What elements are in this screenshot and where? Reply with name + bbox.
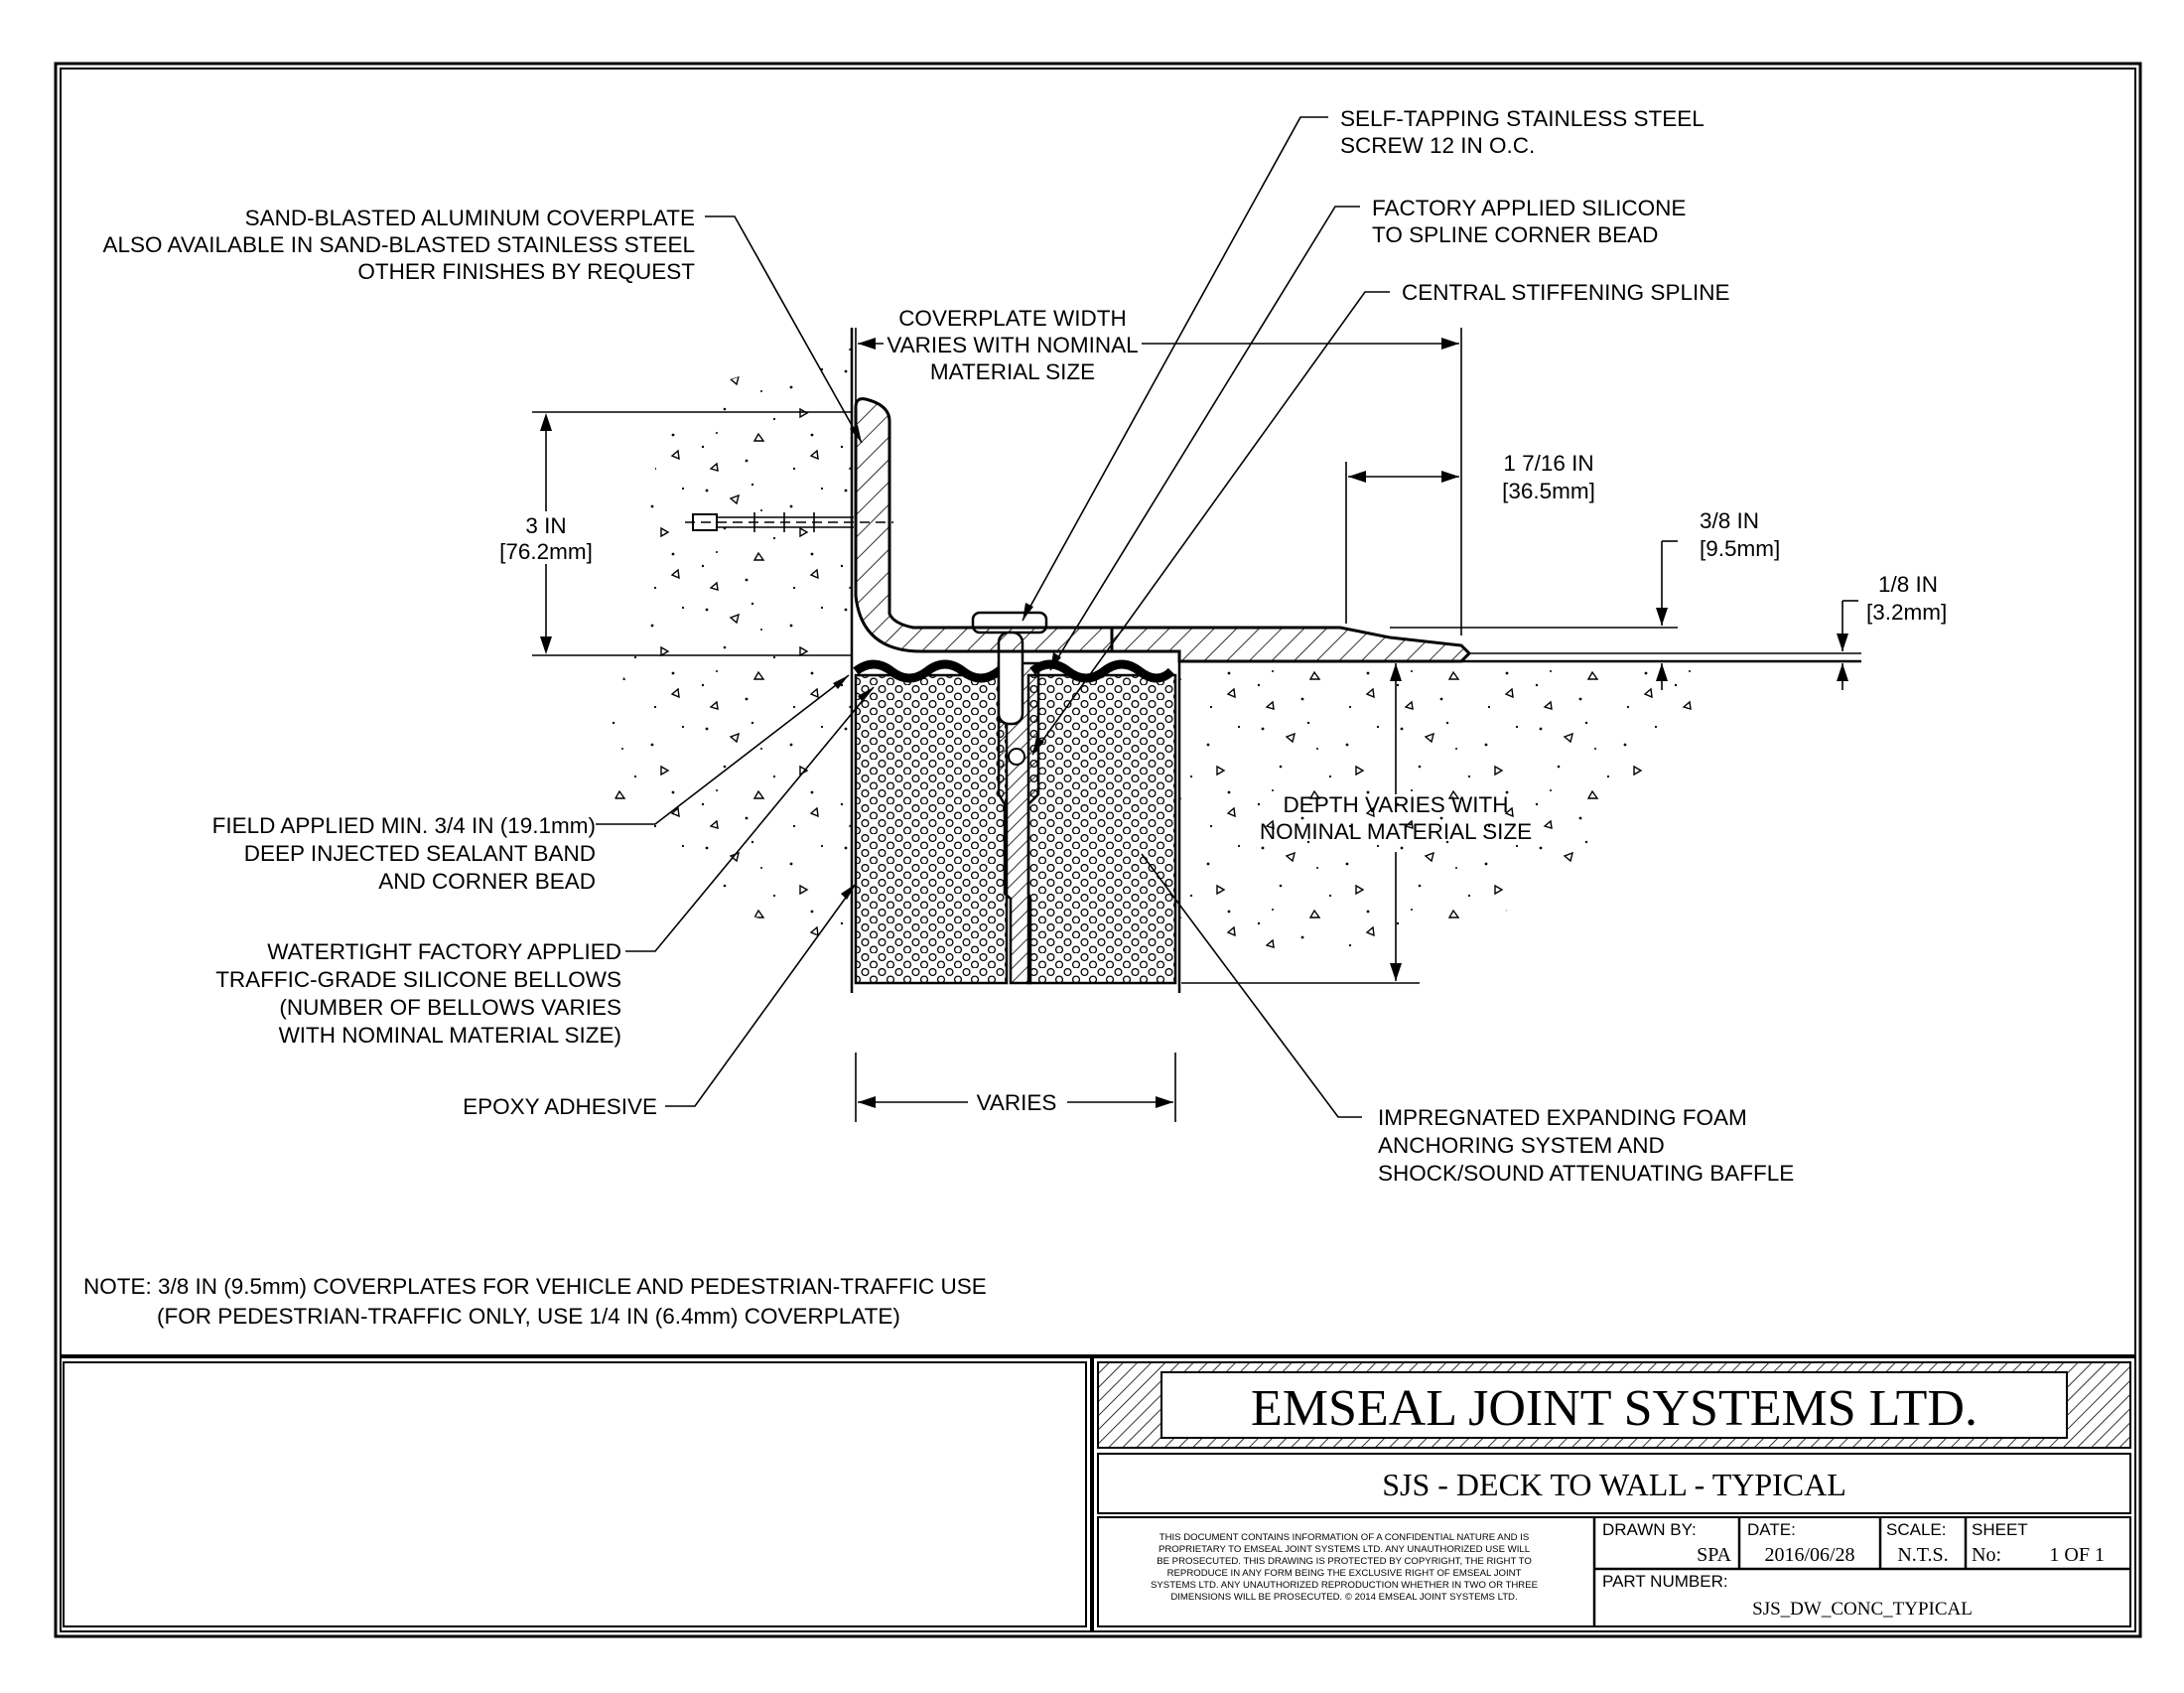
wall-anchor xyxy=(685,512,893,532)
part-number-value: SJS_DW_CONC_TYPICAL xyxy=(1752,1599,1973,1620)
svg-text:SAND-BLASTED ALUMINUM COVERPLA: SAND-BLASTED ALUMINUM COVERPLATE xyxy=(245,206,695,230)
drawing-title: SJS - DECK TO WALL - TYPICAL xyxy=(1382,1467,1846,1502)
drawn-by-value: SPA xyxy=(1697,1544,1731,1566)
silicone-bellows-right xyxy=(1029,659,1175,683)
svg-text:[76.2mm]: [76.2mm] xyxy=(499,539,593,564)
svg-text:REPRODUCE IN ANY FORM BEING TH: REPRODUCE IN ANY FORM BEING THE EXCLUSIV… xyxy=(1167,1568,1522,1579)
svg-text:OTHER FINISHES BY REQUEST: OTHER FINISHES BY REQUEST xyxy=(357,259,695,284)
dim-edge-width xyxy=(1345,462,1459,624)
svg-text:DEEP INJECTED SEALANT BAND: DEEP INJECTED SEALANT BAND xyxy=(244,841,596,866)
svg-text:AND CORNER BEAD: AND CORNER BEAD xyxy=(378,869,596,894)
company-name: EMSEAL JOINT SYSTEMS LTD. xyxy=(1251,1380,1978,1437)
svg-text:IMPREGNATED EXPANDING FOAM: IMPREGNATED EXPANDING FOAM xyxy=(1378,1105,1747,1130)
svg-text:(FOR PEDESTRIAN-TRAFFIC ONLY,: (FOR PEDESTRIAN-TRAFFIC ONLY, USE 1/4 IN… xyxy=(157,1304,900,1329)
label-joint-width: VARIES xyxy=(977,1090,1057,1115)
svg-text:SYSTEMS LTD. ANY UNAUTHORIZED: SYSTEMS LTD. ANY UNAUTHORIZED REPRODUCTI… xyxy=(1151,1580,1538,1591)
svg-text:1 7/16 IN: 1 7/16 IN xyxy=(1503,451,1593,476)
svg-text:3/8 IN: 3/8 IN xyxy=(1700,508,1759,533)
svg-text:PROPRIETARY TO EMSEAL JOINT SY: PROPRIETARY TO EMSEAL JOINT SYSTEMS LTD.… xyxy=(1159,1544,1531,1555)
svg-text:VARIES WITH NOMINAL: VARIES WITH NOMINAL xyxy=(887,333,1138,357)
dim-depth xyxy=(1181,663,1420,984)
title-row xyxy=(1097,1453,2131,1514)
label-spline: CENTRAL STIFFENING SPLINE xyxy=(1402,280,1729,305)
svg-text:FACTORY APPLIED SILICONE: FACTORY APPLIED SILICONE xyxy=(1372,196,1686,220)
svg-text:COVERPLATE WIDTH: COVERPLATE WIDTH xyxy=(898,306,1127,331)
part-number-label: PART NUMBER: xyxy=(1602,1572,1728,1591)
label-depth: DEPTH VARIES WITH NOMINAL MATERIAL SIZE xyxy=(1260,792,1532,844)
label-coverplate-width: COVERPLATE WIDTH VARIES WITH NOMINAL MAT… xyxy=(887,306,1138,384)
dim-plate-thickness xyxy=(1390,540,1678,690)
label-foam: IMPREGNATED EXPANDING FOAM ANCHORING SYS… xyxy=(1378,1105,1794,1186)
svg-text:TRAFFIC-GRADE SILICONE BELLOWS: TRAFFIC-GRADE SILICONE BELLOWS xyxy=(215,967,621,992)
svg-text:[36.5mm]: [36.5mm] xyxy=(1502,479,1595,503)
svg-text:1/8 IN: 1/8 IN xyxy=(1878,572,1938,597)
date-value: 2016/06/28 xyxy=(1764,1544,1854,1566)
label-edge-width: 1 7/16 IN [36.5mm] xyxy=(1502,451,1595,503)
label-silicone-bead: FACTORY APPLIED SILICONE TO SPLINE CORNE… xyxy=(1372,196,1686,247)
svg-text:(NUMBER OF BELLOWS VARIES: (NUMBER OF BELLOWS VARIES xyxy=(279,995,621,1020)
dim-edge-thickness xyxy=(1469,600,1861,690)
concrete-deck xyxy=(1179,661,1727,950)
label-wall-height: 3 IN [76.2mm] xyxy=(499,513,593,564)
svg-text:BE PROSECUTED. THIS DRAWING IS: BE PROSECUTED. THIS DRAWING IS PROTECTED… xyxy=(1157,1556,1532,1567)
leader-arrows xyxy=(833,425,1061,900)
svg-text:[9.5mm]: [9.5mm] xyxy=(1700,536,1780,561)
dim-joint-width xyxy=(855,1053,1176,1122)
svg-text:ALSO AVAILABLE IN SAND-BLASTED: ALSO AVAILABLE IN SAND-BLASTED STAINLESS… xyxy=(103,232,695,257)
silicone-bellows-left xyxy=(853,659,1007,683)
sheet-no-value: 1 OF 1 xyxy=(2049,1544,2105,1566)
outer-border xyxy=(54,62,2142,1638)
svg-text:EPOXY ADHESIVE: EPOXY ADHESIVE xyxy=(463,1094,657,1119)
drawing-note: NOTE: 3/8 IN (9.5mm) COVERPLATES FOR VEH… xyxy=(83,1274,987,1329)
svg-text:VARIES: VARIES xyxy=(977,1090,1057,1115)
label-bellows: WATERTIGHT FACTORY APPLIED TRAFFIC-GRADE… xyxy=(215,939,621,1048)
leaders xyxy=(596,116,1390,1118)
foam-block-right xyxy=(1026,673,1177,985)
scale-label: SCALE: xyxy=(1886,1520,1946,1539)
svg-text:FIELD APPLIED MIN. 3/4 IN (19.: FIELD APPLIED MIN. 3/4 IN (19.1mm) xyxy=(212,813,596,838)
company-banner xyxy=(1160,1371,2068,1439)
svg-text:DEPTH VARIES WITH: DEPTH VARIES WITH xyxy=(1283,792,1508,817)
sheet-label: SHEET xyxy=(1972,1520,2028,1539)
svg-text:NOTE: 3/8 IN (9.5mm) COVERPLAT: NOTE: 3/8 IN (9.5mm) COVERPLATES FOR VEH… xyxy=(83,1274,987,1299)
drawn-by-label: DRAWN BY: xyxy=(1602,1520,1697,1539)
svg-text:SHOCK/SOUND ATTENUATING BAFFLE: SHOCK/SOUND ATTENUATING BAFFLE xyxy=(1378,1161,1794,1186)
label-screw: SELF-TAPPING STAINLESS STEEL SCREW 12 IN… xyxy=(1340,106,1705,158)
coverplate-vertical-leg xyxy=(854,397,1114,653)
date-label: DATE: xyxy=(1747,1520,1796,1539)
label-coverplate: SAND-BLASTED ALUMINUM COVERPLATE ALSO AV… xyxy=(103,206,696,284)
svg-text:SCREW 12 IN O.C.: SCREW 12 IN O.C. xyxy=(1340,133,1535,158)
svg-text:3 IN: 3 IN xyxy=(525,513,566,538)
dim-coverplate-width xyxy=(855,328,1462,635)
svg-text:WATERTIGHT FACTORY APPLIED: WATERTIGHT FACTORY APPLIED xyxy=(267,939,621,964)
svg-text:CENTRAL STIFFENING SPLINE: CENTRAL STIFFENING SPLINE xyxy=(1402,280,1729,305)
svg-text:NOMINAL MATERIAL SIZE: NOMINAL MATERIAL SIZE xyxy=(1260,819,1532,844)
svg-text:THIS DOCUMENT CONTAINS INFORMA: THIS DOCUMENT CONTAINS INFORMATION OF A … xyxy=(1160,1532,1530,1543)
central-stiffening-spline xyxy=(997,661,1040,985)
scale-value: N.T.S. xyxy=(1897,1544,1948,1566)
concrete-wall xyxy=(608,343,852,943)
svg-text:TO SPLINE CORNER BEAD: TO SPLINE CORNER BEAD xyxy=(1372,222,1658,247)
label-edge-thickness: 1/8 IN [3.2mm] xyxy=(1866,572,1947,625)
svg-text:WITH NOMINAL MATERIAL SIZE): WITH NOMINAL MATERIAL SIZE) xyxy=(279,1023,621,1048)
sheet-no-label: No: xyxy=(1972,1544,2001,1566)
dim-wall-height xyxy=(532,411,852,656)
inner-border xyxy=(60,68,2136,1632)
blank-panel xyxy=(63,1361,1087,1627)
label-plate-thickness: 3/8 IN [9.5mm] xyxy=(1700,508,1780,561)
svg-text:MATERIAL SIZE: MATERIAL SIZE xyxy=(930,359,1095,384)
svg-text:[3.2mm]: [3.2mm] xyxy=(1866,600,1947,625)
svg-text:DIMENSIONS WILL BE PROSECUTED.: DIMENSIONS WILL BE PROSECUTED. © 2014 EM… xyxy=(1170,1592,1517,1603)
svg-text:ANCHORING SYSTEM AND: ANCHORING SYSTEM AND xyxy=(1378,1133,1665,1158)
disclaimer: THIS DOCUMENT CONTAINS INFORMATION OF A … xyxy=(1151,1532,1538,1603)
spline-hole xyxy=(1008,748,1025,766)
svg-text:SELF-TAPPING STAINLESS STEEL: SELF-TAPPING STAINLESS STEEL xyxy=(1340,106,1705,131)
coverplate-horizontal-leg xyxy=(1110,626,1472,663)
label-epoxy: EPOXY ADHESIVE xyxy=(463,1094,657,1119)
label-field-sealant: FIELD APPLIED MIN. 3/4 IN (19.1mm) DEEP … xyxy=(212,813,596,894)
foam-block-left xyxy=(854,673,1009,985)
info-grid xyxy=(1097,1516,2131,1627)
